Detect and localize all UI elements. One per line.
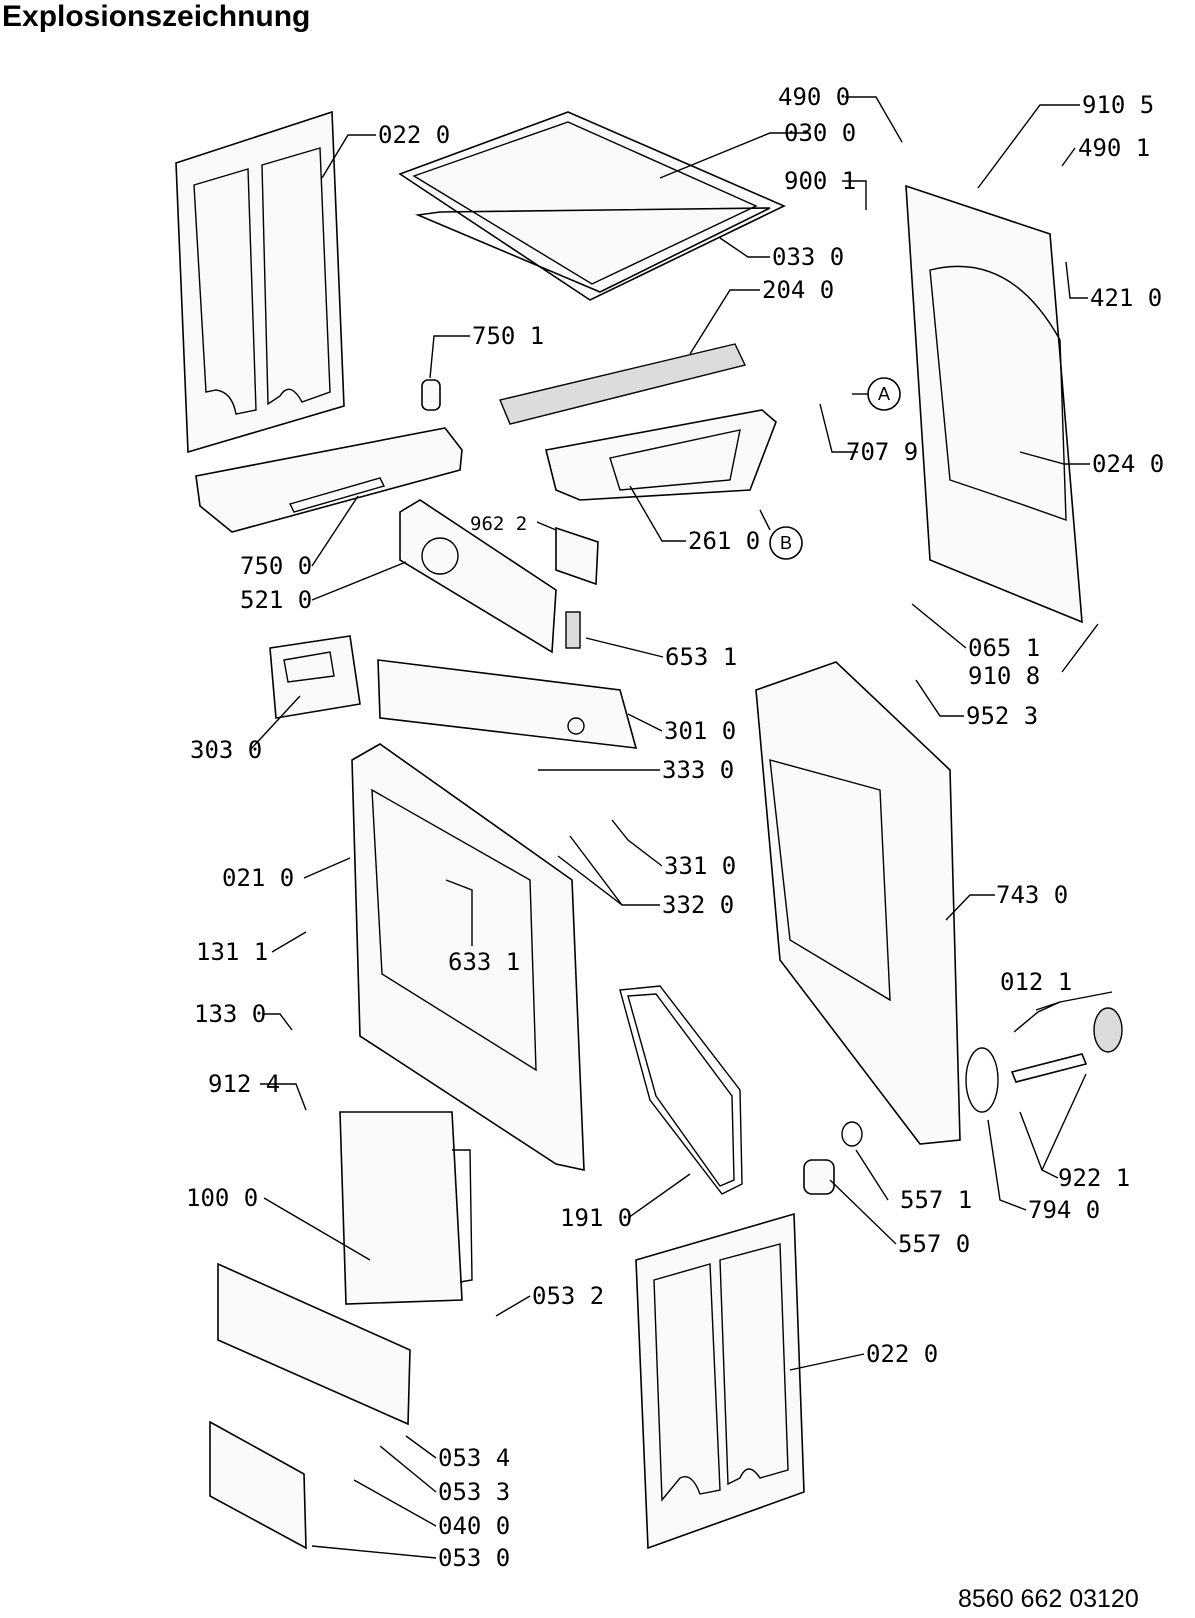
callout-label: 653 1: [665, 643, 737, 671]
callout-label: 962 2: [470, 513, 527, 535]
callout-label: 490 0: [778, 83, 850, 111]
callout-label: 333 0: [662, 756, 734, 784]
callout-label: 065 1: [968, 634, 1040, 662]
callout-label: 910 5: [1082, 91, 1154, 119]
callout-label: 743 0: [996, 881, 1068, 909]
callout-label: 191 0: [560, 1204, 632, 1232]
callout-label: 557 1: [900, 1186, 972, 1214]
callout-label: 952 3: [966, 702, 1038, 730]
callout-label: 131 1: [196, 938, 268, 966]
contact-strip: [565, 611, 581, 649]
control-board: [399, 499, 557, 654]
callout-label: 261 0: [688, 527, 760, 555]
callout-label: 331 0: [664, 852, 736, 880]
marker-b: B: [759, 509, 803, 560]
side-panel-left: [175, 110, 345, 454]
callout-label: 053 3: [438, 1478, 510, 1506]
callout-label: 133 0: [194, 1000, 266, 1028]
leader-lines: [249, 96, 1113, 1559]
callout-label: 421 0: [1090, 284, 1162, 312]
callout-label: 053 0: [438, 1544, 510, 1572]
marker-a-label: A: [878, 384, 890, 404]
callout-label: 021 0: [222, 864, 294, 892]
callout-label: 053 4: [438, 1444, 510, 1472]
door-assembly: [339, 1111, 473, 1305]
callout-label: 910 8: [968, 662, 1040, 690]
door-gasket: [619, 985, 743, 1195]
drum-seal-ring: [965, 1047, 999, 1113]
bracket-strip: [499, 343, 746, 425]
callout-label: 633 1: [448, 948, 520, 976]
callout-labels: 022 0 030 0 033 0 204 0 750 1 490 0 910 …: [186, 83, 1164, 1572]
side-panel-right: [635, 1212, 805, 1550]
callout-label: 024 0: [1092, 450, 1164, 478]
drum-housing: [755, 661, 961, 1145]
callout-label: 490 1: [1078, 134, 1150, 162]
top-cover: [398, 111, 786, 301]
callout-label: 204 0: [762, 276, 834, 304]
temperature-sensor: [803, 1159, 835, 1195]
base-plate: [195, 427, 463, 533]
back-panel: [905, 184, 1083, 624]
small-ring: [841, 1121, 863, 1147]
info-card: [555, 526, 599, 586]
page-title: Explosionszeichnung: [2, 0, 311, 33]
callout-label: 100 0: [186, 1184, 258, 1212]
filter-grille: [209, 1420, 307, 1550]
callout-label: 900 1: [784, 167, 856, 195]
bushing-part: [421, 379, 441, 411]
air-duct: [545, 409, 777, 501]
callout-label: 040 0: [438, 1512, 510, 1540]
callout-label: 332 0: [662, 891, 734, 919]
marker-b-label: B: [780, 533, 792, 553]
callout-label: 022 0: [378, 121, 450, 149]
callout-label: 557 0: [898, 1230, 970, 1258]
callout-label: 750 1: [472, 322, 544, 350]
callout-label: 053 2: [532, 1282, 604, 1310]
callout-label: 030 0: [784, 119, 856, 147]
document-number: 8560 662 03120: [958, 1585, 1139, 1613]
callout-label: 912 4: [208, 1070, 280, 1098]
callout-label: 303 0: [190, 736, 262, 764]
lower-frame: [217, 1262, 411, 1426]
control-panel: [377, 659, 638, 749]
callout-label: 922 1: [1058, 1164, 1130, 1192]
callout-label: 022 0: [866, 1340, 938, 1368]
callout-label: 012 1: [1000, 968, 1072, 996]
callout-label: 521 0: [240, 586, 312, 614]
marker-a: A: [852, 377, 901, 411]
drum-shaft: [1010, 1007, 1123, 1083]
callout-label: 707 9: [846, 438, 918, 466]
callout-label: 301 0: [664, 717, 736, 745]
callout-label: 794 0: [1028, 1196, 1100, 1224]
callout-label: 750 0: [240, 552, 312, 580]
callout-label: 033 0: [772, 243, 844, 271]
front-panel: [351, 743, 585, 1171]
door-handle-cover: [269, 635, 361, 719]
